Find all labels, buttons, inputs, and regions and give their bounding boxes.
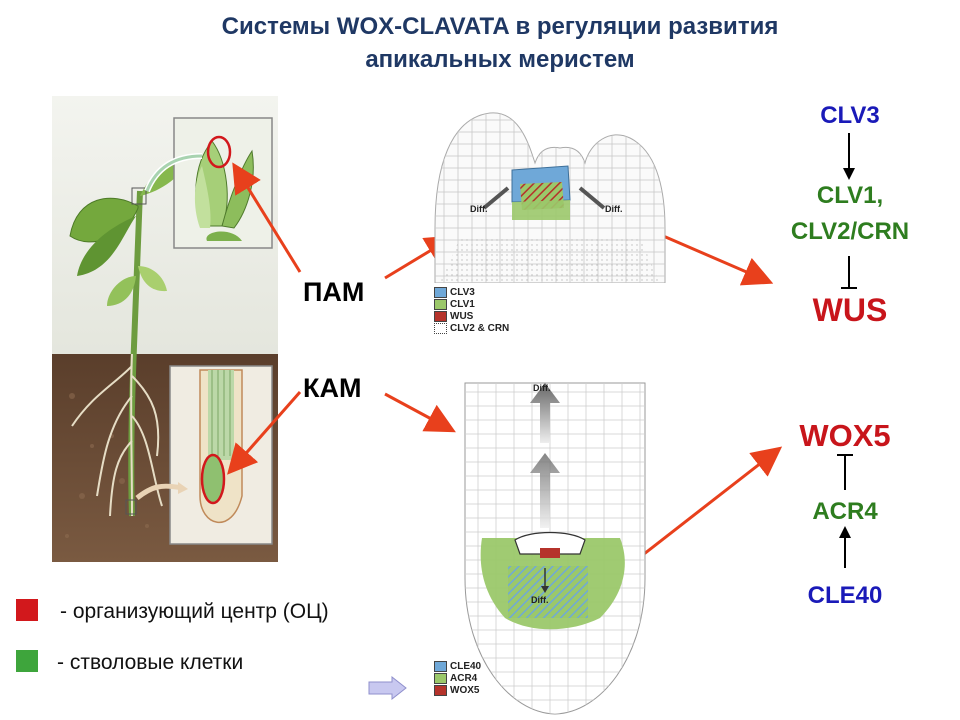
- gene-clv1: CLV1,: [816, 182, 884, 209]
- kam-label: КАМ: [303, 373, 362, 403]
- stem-cells-swatch: [16, 650, 38, 672]
- shoot-meristem-diagram: Diff. Diff.: [434, 112, 666, 283]
- legend-wox5: WOX5: [434, 685, 481, 697]
- title-line-2: апикальных меристем: [365, 46, 635, 73]
- legend-cle40: CLE40: [434, 661, 481, 673]
- lavender-arrow-icon: [368, 676, 407, 700]
- root-legend: CLE40 ACR4 WOX5: [434, 661, 481, 697]
- legend-clv2-crn: CLV2 & CRN: [434, 323, 509, 335]
- pam-label: ПАМ: [303, 277, 365, 307]
- gene-wus: WUS: [812, 292, 888, 328]
- title-line-1: Системы WOX-CLAVATA в регуляции развития: [221, 13, 779, 40]
- gene-clv2-crn: CLV2/CRN: [790, 218, 910, 245]
- legend-clv3: CLV3: [434, 287, 509, 299]
- root-diff-top: Diff.: [533, 383, 551, 393]
- shoot-diff-left: Diff.: [470, 204, 488, 214]
- shoot-diff-right: Diff.: [605, 204, 623, 214]
- gene-clv3: CLV3: [820, 102, 880, 129]
- legend-clv1: CLV1: [434, 299, 509, 311]
- gene-cle40: CLE40: [807, 582, 883, 609]
- shoot-legend: CLV3 CLV1 WUS CLV2 & CRN: [434, 287, 509, 336]
- organizing-center-label: - организующий центр (ОЦ): [60, 600, 329, 623]
- legend-wus: WUS: [434, 311, 509, 323]
- gene-wox5: WOX5: [799, 418, 891, 453]
- root-diff-center: Diff.: [531, 595, 549, 605]
- root-meristem-diagram: Diff. Diff.: [464, 382, 646, 715]
- stem-cells-label: - стволовые клетки: [57, 651, 244, 674]
- gene-acr4: ACR4: [812, 498, 878, 525]
- organizing-center-swatch: [16, 599, 38, 621]
- plant-illustration: [52, 96, 278, 562]
- legend-acr4: ACR4: [434, 673, 481, 685]
